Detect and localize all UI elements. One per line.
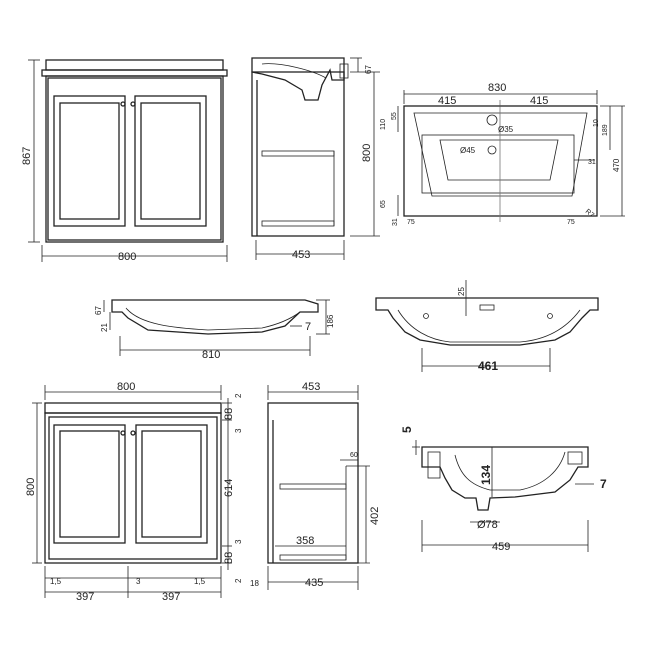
dim-r7: R7 xyxy=(584,208,595,219)
dim-21: 21 xyxy=(100,323,109,332)
dim-3-bottom: 3 xyxy=(234,539,243,544)
dim-5: 5 xyxy=(400,426,414,433)
dim-810: 810 xyxy=(202,349,220,361)
dim-18: 18 xyxy=(250,579,259,588)
dim-88-bottom: 88 xyxy=(223,552,235,564)
dim-depth-453-bottom: 453 xyxy=(302,381,320,393)
dim-65: 65 xyxy=(380,200,387,208)
dim-67-profile: 67 xyxy=(94,306,103,315)
dim-31-right: 31 xyxy=(588,159,596,166)
side-section-bottom: 453 60 402 358 18 435 xyxy=(250,381,381,590)
dim-88-top: 88 xyxy=(223,408,235,420)
dim-height-867: 867 xyxy=(21,147,33,165)
dim-1-5-right: 1,5 xyxy=(194,577,206,586)
dim-186: 186 xyxy=(326,314,335,328)
dim-2-bottom: 2 xyxy=(234,578,243,583)
basin-plan: 830 415 415 Ø35 Ø45 110 55 65 31 75 75 R… xyxy=(380,82,625,226)
side-section-top: 453 800 67 xyxy=(251,57,380,261)
dim-75-left: 75 xyxy=(407,219,415,226)
dim-7-section: 7 xyxy=(600,477,607,491)
dim-width-800: 800 xyxy=(118,251,136,263)
dim-67: 67 xyxy=(364,65,373,74)
dim-2-top: 2 xyxy=(234,393,243,398)
dim-31-left: 31 xyxy=(392,218,399,226)
dim-435: 435 xyxy=(305,577,323,589)
dim-459: 459 xyxy=(492,541,510,553)
dim-25: 25 xyxy=(457,287,466,296)
dim-470: 470 xyxy=(612,158,621,172)
dim-402: 402 xyxy=(369,507,381,525)
basin-cross-section: 5 134 7 Ø78 459 xyxy=(400,426,607,553)
dim-55: 55 xyxy=(391,112,398,120)
dim-width-800-bottom: 800 xyxy=(117,381,135,393)
dim-dia45: Ø45 xyxy=(460,146,476,155)
dim-110: 110 xyxy=(380,119,387,130)
dim-461: 461 xyxy=(478,359,498,373)
dim-1-5-left: 1,5 xyxy=(50,577,62,586)
dim-614: 614 xyxy=(223,479,235,497)
dim-dia78: Ø78 xyxy=(477,519,498,531)
dim-7-profile: 7 xyxy=(305,321,311,333)
dim-60: 60 xyxy=(350,452,358,459)
dim-3-top: 3 xyxy=(234,428,243,433)
dim-dia35: Ø35 xyxy=(498,125,514,134)
dim-415-left: 415 xyxy=(438,95,456,107)
dim-397-right: 397 xyxy=(162,591,180,603)
front-view-bottom: 800 800 88 2 3 614 3 88 2 1,5 3 1,5 397 … xyxy=(25,381,243,603)
basin-profile: 67 21 7 186 810 xyxy=(94,299,335,361)
dim-10: 10 xyxy=(593,119,600,127)
dim-75-right: 75 xyxy=(567,219,575,226)
dim-height-800: 800 xyxy=(361,144,373,162)
dim-358: 358 xyxy=(296,535,314,547)
basin-front-section: 25 461 xyxy=(375,280,599,373)
dim-134: 134 xyxy=(479,465,493,485)
dim-189: 189 xyxy=(602,124,609,136)
dim-397-left: 397 xyxy=(76,591,94,603)
dim-3-center: 3 xyxy=(136,577,141,586)
dim-415-right: 415 xyxy=(530,95,548,107)
dim-830: 830 xyxy=(488,82,506,94)
front-view-top: 800 867 xyxy=(21,59,228,263)
dim-height-800-bottom: 800 xyxy=(25,478,37,496)
dim-depth-453: 453 xyxy=(292,249,310,261)
